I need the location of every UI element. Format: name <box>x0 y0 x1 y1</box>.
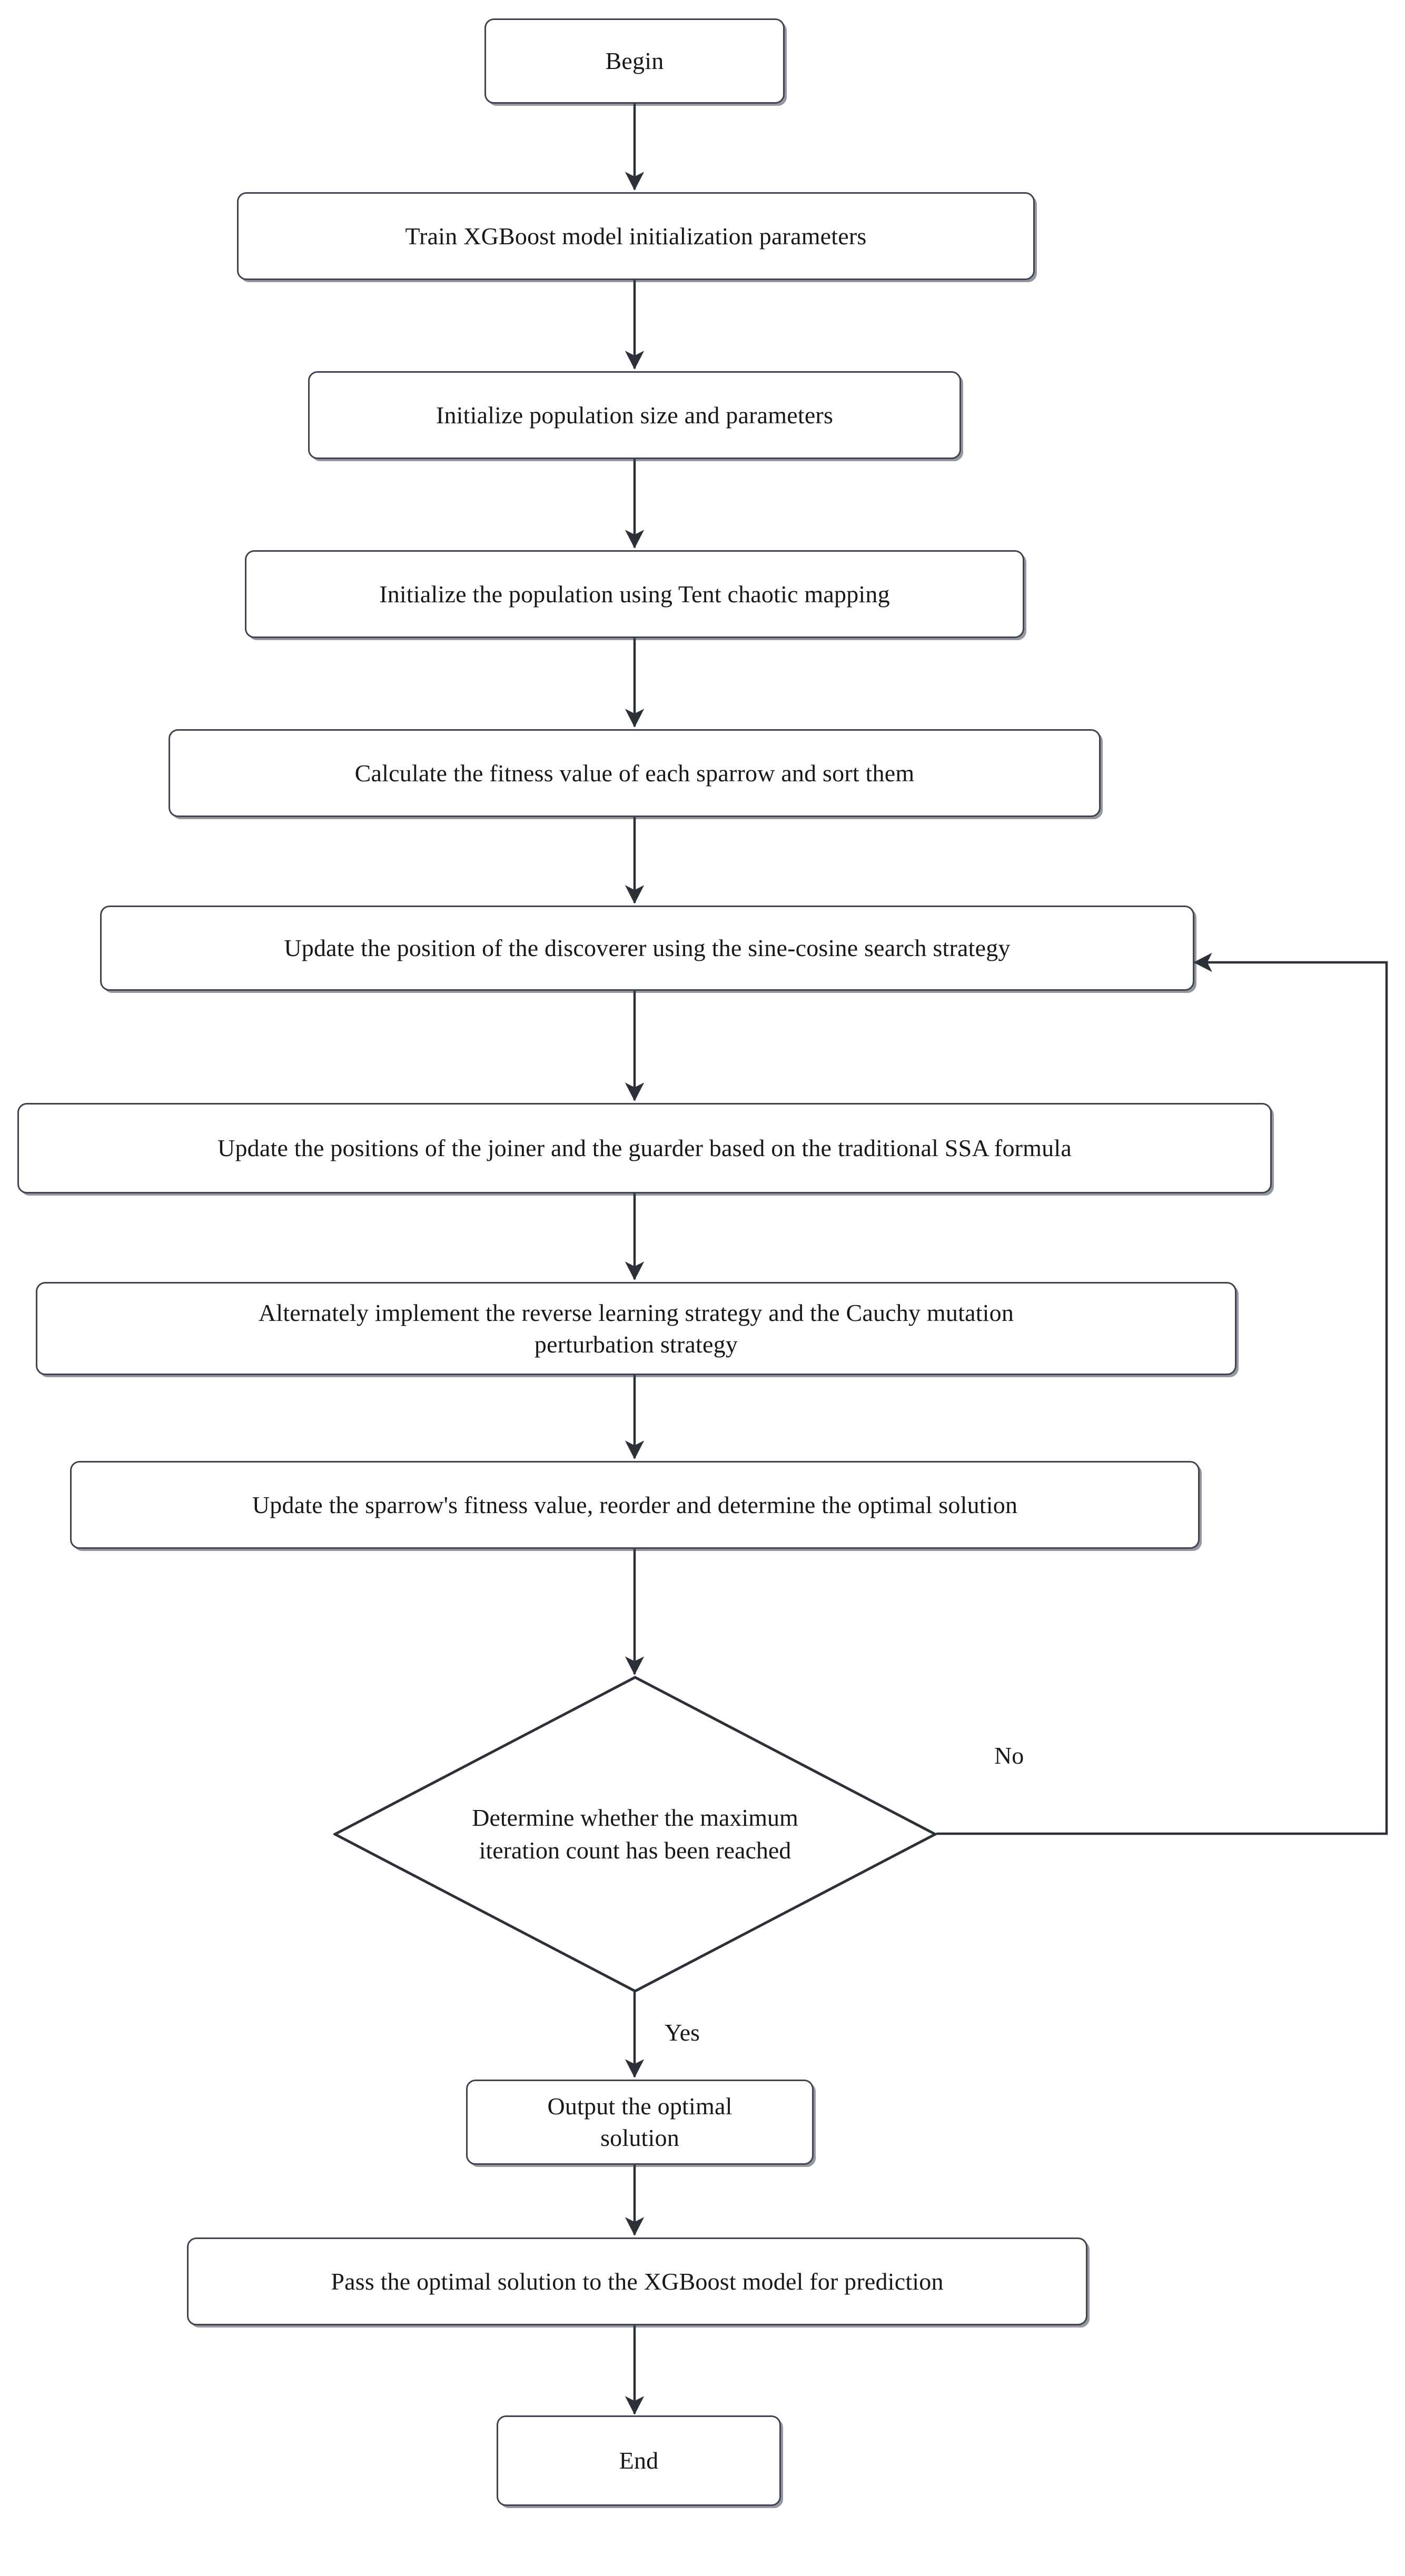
node-tent-chaotic-mapping[interactable]: Initialize the population using Tent cha… <box>245 550 1024 638</box>
decision-diamond-shape <box>333 1676 937 1993</box>
node-update-joiner-guarder-label: Update the positions of the joiner and t… <box>217 1135 1072 1162</box>
node-update-discoverer[interactable]: Update the position of the discoverer us… <box>100 906 1194 991</box>
node-initialize-population-label: Initialize population size and parameter… <box>436 401 834 429</box>
node-output-optimal-solution-label: Output the optimal solution <box>547 2093 733 2151</box>
node-initialize-population[interactable]: Initialize population size and parameter… <box>308 371 961 459</box>
node-train-xgboost[interactable]: Train XGBoost model initialization param… <box>237 192 1035 280</box>
node-update-fitness-reorder[interactable]: Update the sparrow's fitness value, reor… <box>70 1461 1200 1549</box>
node-pass-to-xgboost[interactable]: Pass the optimal solution to the XGBoost… <box>187 2237 1087 2325</box>
node-calculate-fitness-label: Calculate the fitness value of each spar… <box>354 759 915 787</box>
node-begin[interactable]: Begin <box>484 18 785 104</box>
node-end-label: End <box>619 2447 659 2474</box>
edge-label-yes: Yes <box>665 2019 700 2046</box>
node-alternate-strategies-label: Alternately implement the reverse learni… <box>258 1299 1014 1358</box>
node-end[interactable]: End <box>497 2415 781 2506</box>
node-train-xgboost-label: Train XGBoost model initialization param… <box>405 222 867 250</box>
node-pass-to-xgboost-label: Pass the optimal solution to the XGBoost… <box>331 2267 944 2295</box>
node-update-joiner-guarder[interactable]: Update the positions of the joiner and t… <box>17 1103 1272 1193</box>
node-alternate-strategies[interactable]: Alternately implement the reverse learni… <box>36 1282 1236 1375</box>
node-calculate-fitness[interactable]: Calculate the fitness value of each spar… <box>169 729 1101 817</box>
edge-label-no: No <box>994 1742 1024 1769</box>
node-decision-max-iterations[interactable]: Determine whether the maximum iteration … <box>333 1676 937 1993</box>
node-update-discoverer-label: Update the position of the discoverer us… <box>284 934 1011 962</box>
node-decision-max-iterations-label: Determine whether the maximum iteration … <box>472 1804 798 1864</box>
node-output-optimal-solution[interactable]: Output the optimal solution <box>466 2080 814 2165</box>
edge-decision-discoverer-loop <box>936 952 1388 1835</box>
node-begin-label: Begin <box>605 47 664 75</box>
node-tent-chaotic-mapping-label: Initialize the population using Tent cha… <box>379 580 890 608</box>
node-update-fitness-reorder-label: Update the sparrow's fitness value, reor… <box>252 1491 1018 1518</box>
